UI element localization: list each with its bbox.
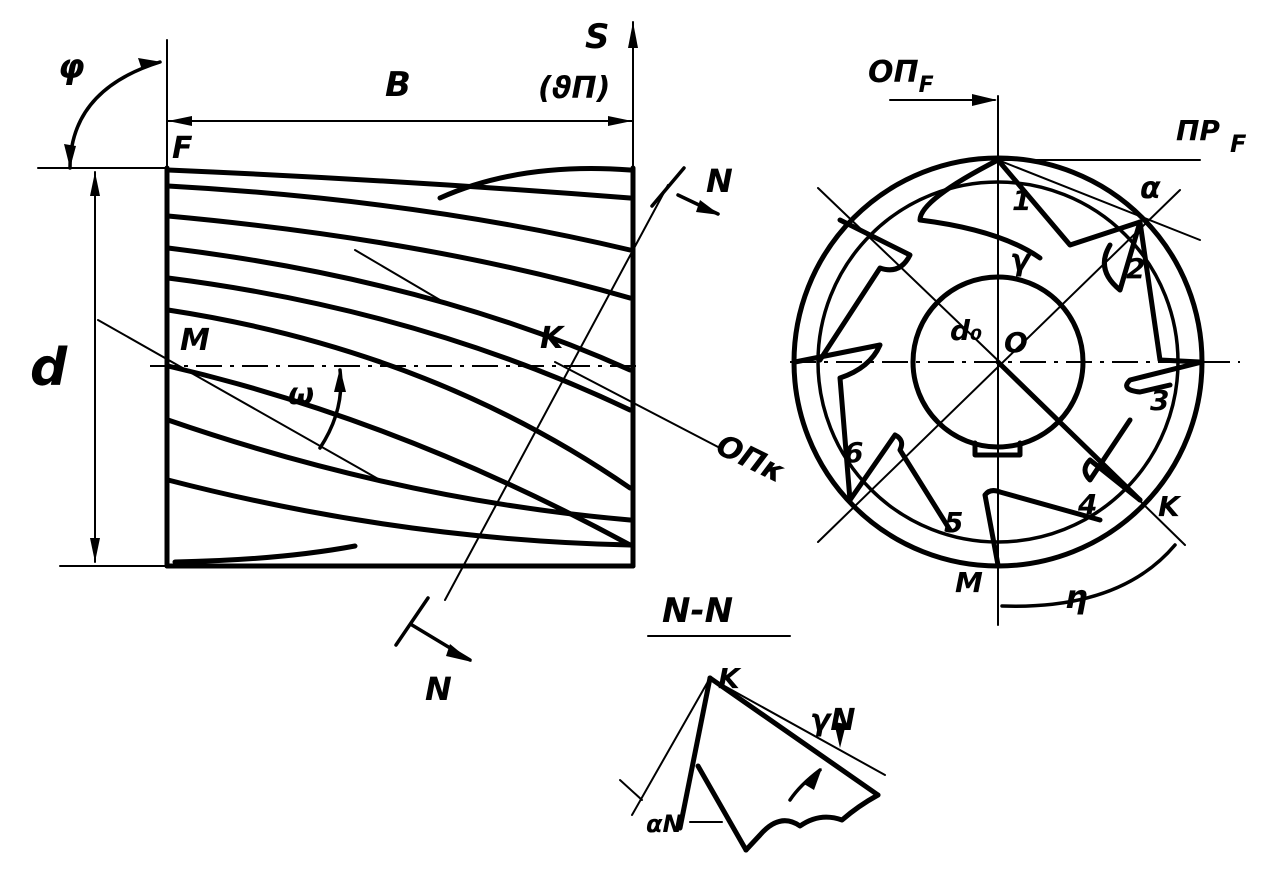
label-m-end: M	[955, 566, 983, 599]
section-arrowhead-top	[696, 200, 720, 215]
label-op-k: ΟΠκ	[710, 428, 790, 491]
section-rake-line	[709, 677, 886, 776]
label-phi: φ	[58, 47, 85, 87]
label-m: M	[180, 323, 210, 358]
section-view: N-N K γN αN	[619, 591, 886, 853]
label-center-o: O	[1004, 326, 1028, 359]
label-d0: d₀	[950, 314, 982, 347]
helix-line	[165, 245, 633, 373]
bottom-end-profile	[172, 543, 358, 565]
label-dp: (ϑП)	[538, 71, 610, 106]
label-n-upper: N	[706, 162, 733, 200]
label-tooth-6: 6	[844, 436, 863, 469]
arrow-right	[608, 116, 632, 126]
tooth-5	[982, 488, 1103, 568]
arrow-down	[90, 538, 100, 562]
section-break-line	[743, 792, 881, 853]
label-tooth-5: 5	[944, 506, 963, 539]
label-tooth-4: 4	[1077, 488, 1097, 521]
section-label-k: K	[718, 662, 742, 695]
tooth-left	[792, 342, 883, 503]
label-omega: ω	[288, 377, 314, 412]
label-s: S	[585, 17, 610, 57]
section-marker-bottom	[394, 596, 430, 647]
alpha-n-pointer	[619, 779, 643, 801]
label-n-lower: N	[425, 670, 452, 708]
arrow-up	[90, 172, 100, 196]
section-title: N-N	[662, 591, 733, 631]
section-flank	[677, 675, 713, 831]
label-op-f: ΟΠF	[868, 55, 934, 98]
gamma-n-pointer	[834, 722, 846, 748]
radius-to-k	[995, 359, 1143, 503]
helix-line	[165, 275, 633, 413]
label-eta: η	[1065, 578, 1088, 616]
section-arrowhead-bottom	[446, 644, 472, 662]
label-d: d	[30, 338, 68, 398]
label-b: B	[385, 65, 411, 105]
op-k-line	[554, 361, 721, 449]
op-f-arrowhead	[972, 94, 997, 106]
helix-line	[165, 477, 633, 548]
arrow-left	[168, 116, 192, 126]
label-alpha: α	[1140, 171, 1161, 206]
diagonal-line-1	[817, 187, 1011, 373]
gamma-n-arrow	[804, 768, 822, 790]
section-edge	[695, 763, 749, 853]
tooth-4	[1082, 417, 1143, 503]
helix-line	[165, 307, 633, 491]
label-tooth-1: 1	[1012, 184, 1031, 217]
helix-line	[165, 363, 633, 548]
feed-arrow	[628, 22, 638, 48]
section-marker-top	[650, 166, 686, 208]
tooth-6	[847, 432, 953, 533]
phi-arrow-end	[138, 58, 162, 70]
tooth-1	[917, 157, 1143, 261]
top-end-profile	[437, 166, 633, 201]
gamma-n-arc	[788, 768, 822, 802]
phi-arrow-start	[64, 144, 76, 168]
label-gamma-n: γN	[810, 703, 856, 738]
label-k-end: K	[1158, 490, 1182, 523]
section-rake-face	[707, 675, 881, 798]
helix-tangent-upper	[354, 249, 441, 301]
label-tooth-3: 3	[1150, 384, 1169, 417]
label-tooth-2: 2	[1126, 252, 1145, 285]
section-line-nn	[444, 184, 669, 601]
omega-arrow	[334, 368, 346, 392]
label-k: K	[540, 321, 566, 356]
label-f: F	[172, 131, 193, 166]
clearance-line	[997, 159, 1201, 241]
helix-tangent-m	[97, 319, 381, 481]
helix-line	[165, 213, 633, 301]
helix-line	[165, 167, 633, 201]
section-clearance-line	[631, 677, 711, 816]
tooth-upper-left	[817, 217, 913, 363]
tooth-2	[1101, 219, 1203, 365]
label-alpha-n: αN	[646, 810, 683, 838]
helix-line	[165, 183, 633, 253]
tooth-3	[1124, 359, 1205, 395]
helix-line	[165, 417, 633, 523]
label-gamma: γ	[1010, 243, 1033, 278]
eta-arc	[1000, 543, 1177, 608]
